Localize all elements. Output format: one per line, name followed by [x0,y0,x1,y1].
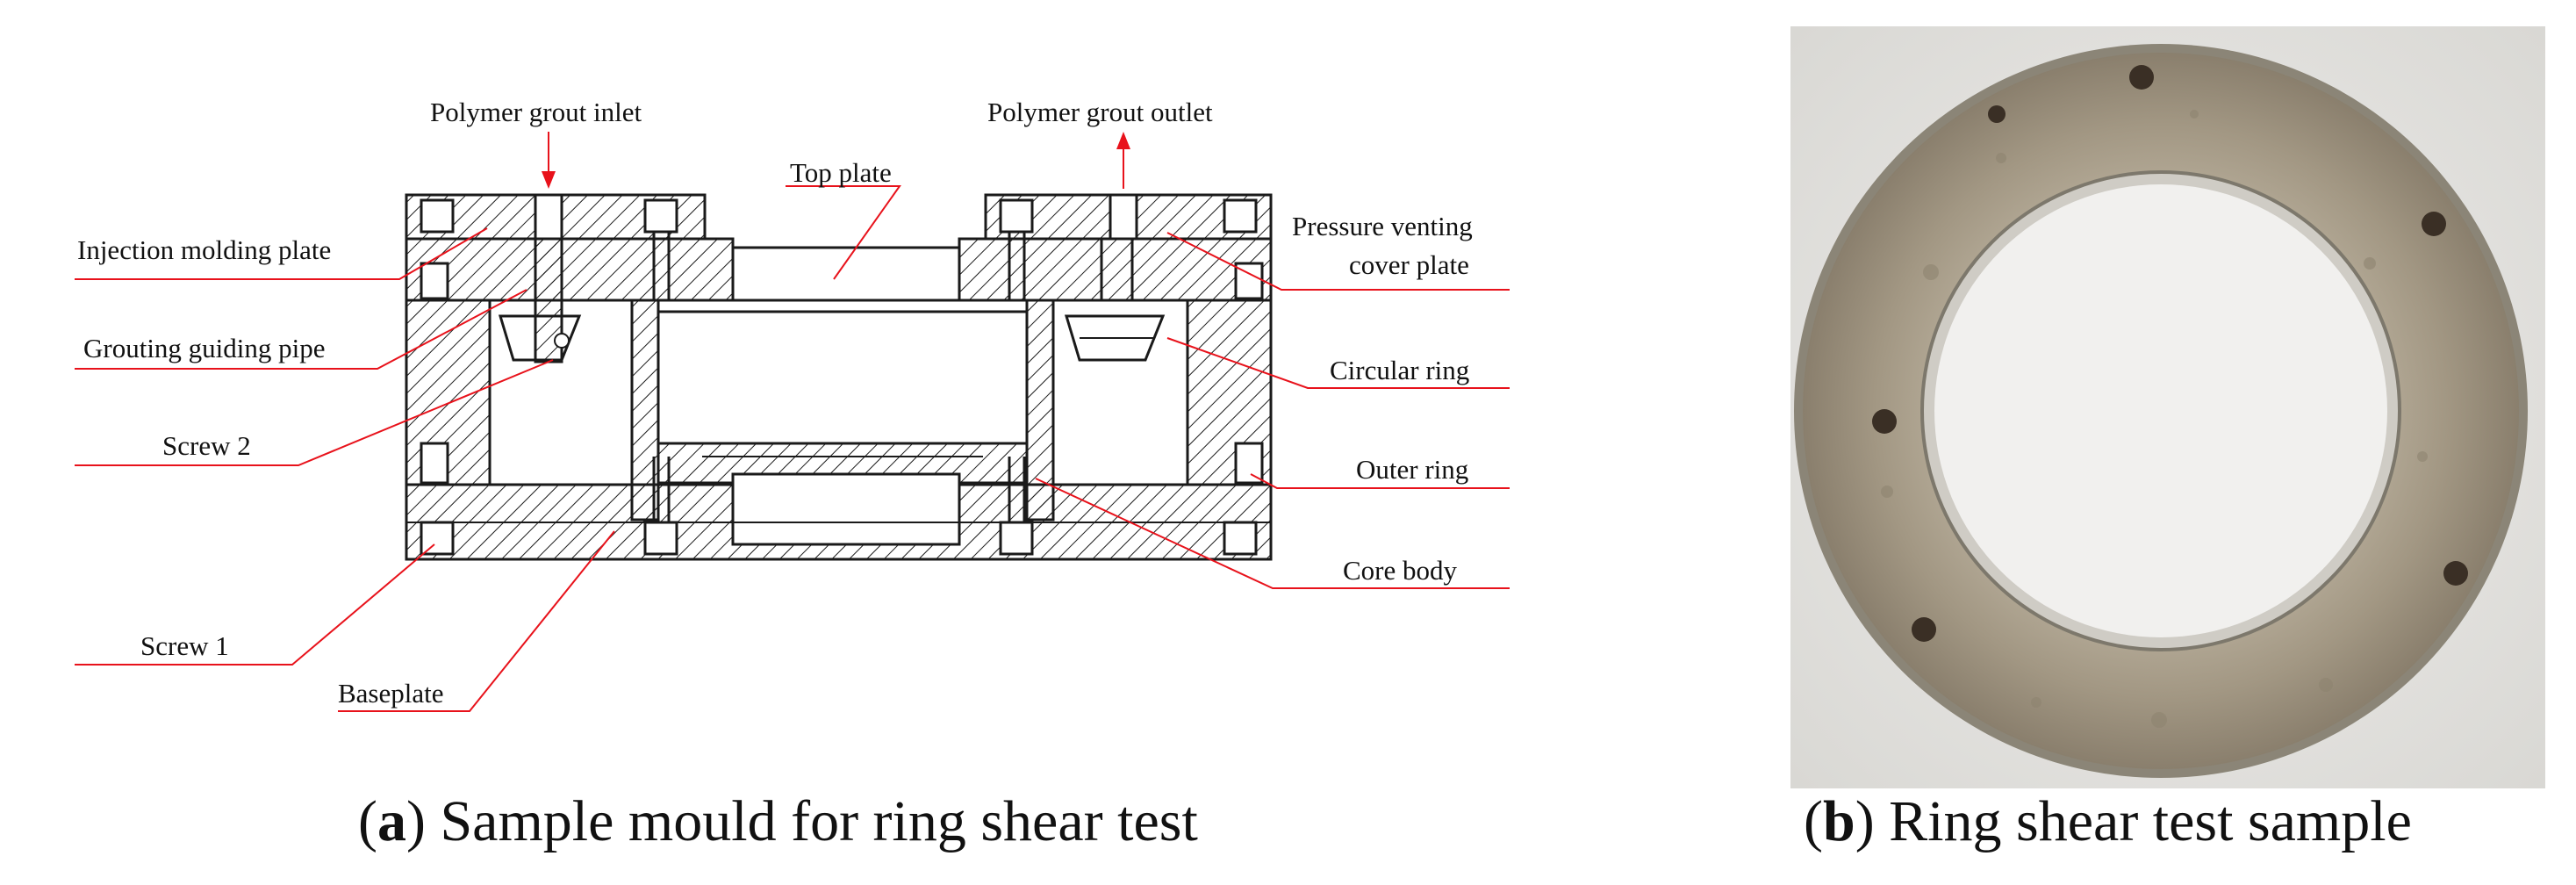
core-body-inner [657,310,1029,445]
screw-2-head [554,333,570,349]
bolt-holes [1872,65,2468,642]
grout-inlet-hole [534,193,563,241]
caption-a-open: ( [358,789,377,853]
top-plate-right [958,237,1273,302]
label-screw-1: Screw 1 [140,630,229,661]
label-polymer-grout-inlet: Polymer grout inlet [430,97,642,127]
label-injection-molding-plate: Injection molding plate [77,234,331,265]
baseplate-opening [731,472,961,546]
screw-sockets [420,198,1264,556]
label-top-plate: Top plate [790,157,892,188]
label-polymer-grout-outlet: Polymer grout outlet [987,97,1213,127]
label-baseplate: Baseplate [338,678,444,709]
caption-a: (a) Sample mould for ring shear test [358,788,1198,855]
caption-b-text: ) Ring shear test sample [1855,789,2412,853]
label-outer-ring: Outer ring [1356,454,1468,485]
caption-b: (b) Ring shear test sample [1804,788,2412,855]
caption-b-letter: b [1822,789,1855,853]
top-plate-left [405,237,735,302]
caption-b-open: ( [1804,789,1823,853]
mould-drawing [405,193,1273,561]
leader-lines [75,185,1510,712]
caption-a-text: ) Sample mould for ring shear test [405,789,1198,853]
label-grouting-guiding-pipe: Grouting guiding pipe [83,333,326,363]
label-core-body: Core body [1343,555,1458,586]
grout-outlet-hole [1109,193,1138,241]
label-screw-2: Screw 2 [162,430,251,461]
ring-inner-hole [1934,184,2387,637]
ring-photo [1790,26,2545,788]
top-plate-opening [731,246,961,302]
label-circular-ring: Circular ring [1330,355,1469,385]
inlet-arrow [542,132,556,189]
caption-a-letter: a [377,789,406,853]
outlet-arrow [1116,132,1130,189]
label-pressure-venting-2: cover plate [1349,249,1469,280]
label-pressure-venting-1: Pressure venting [1292,211,1473,241]
